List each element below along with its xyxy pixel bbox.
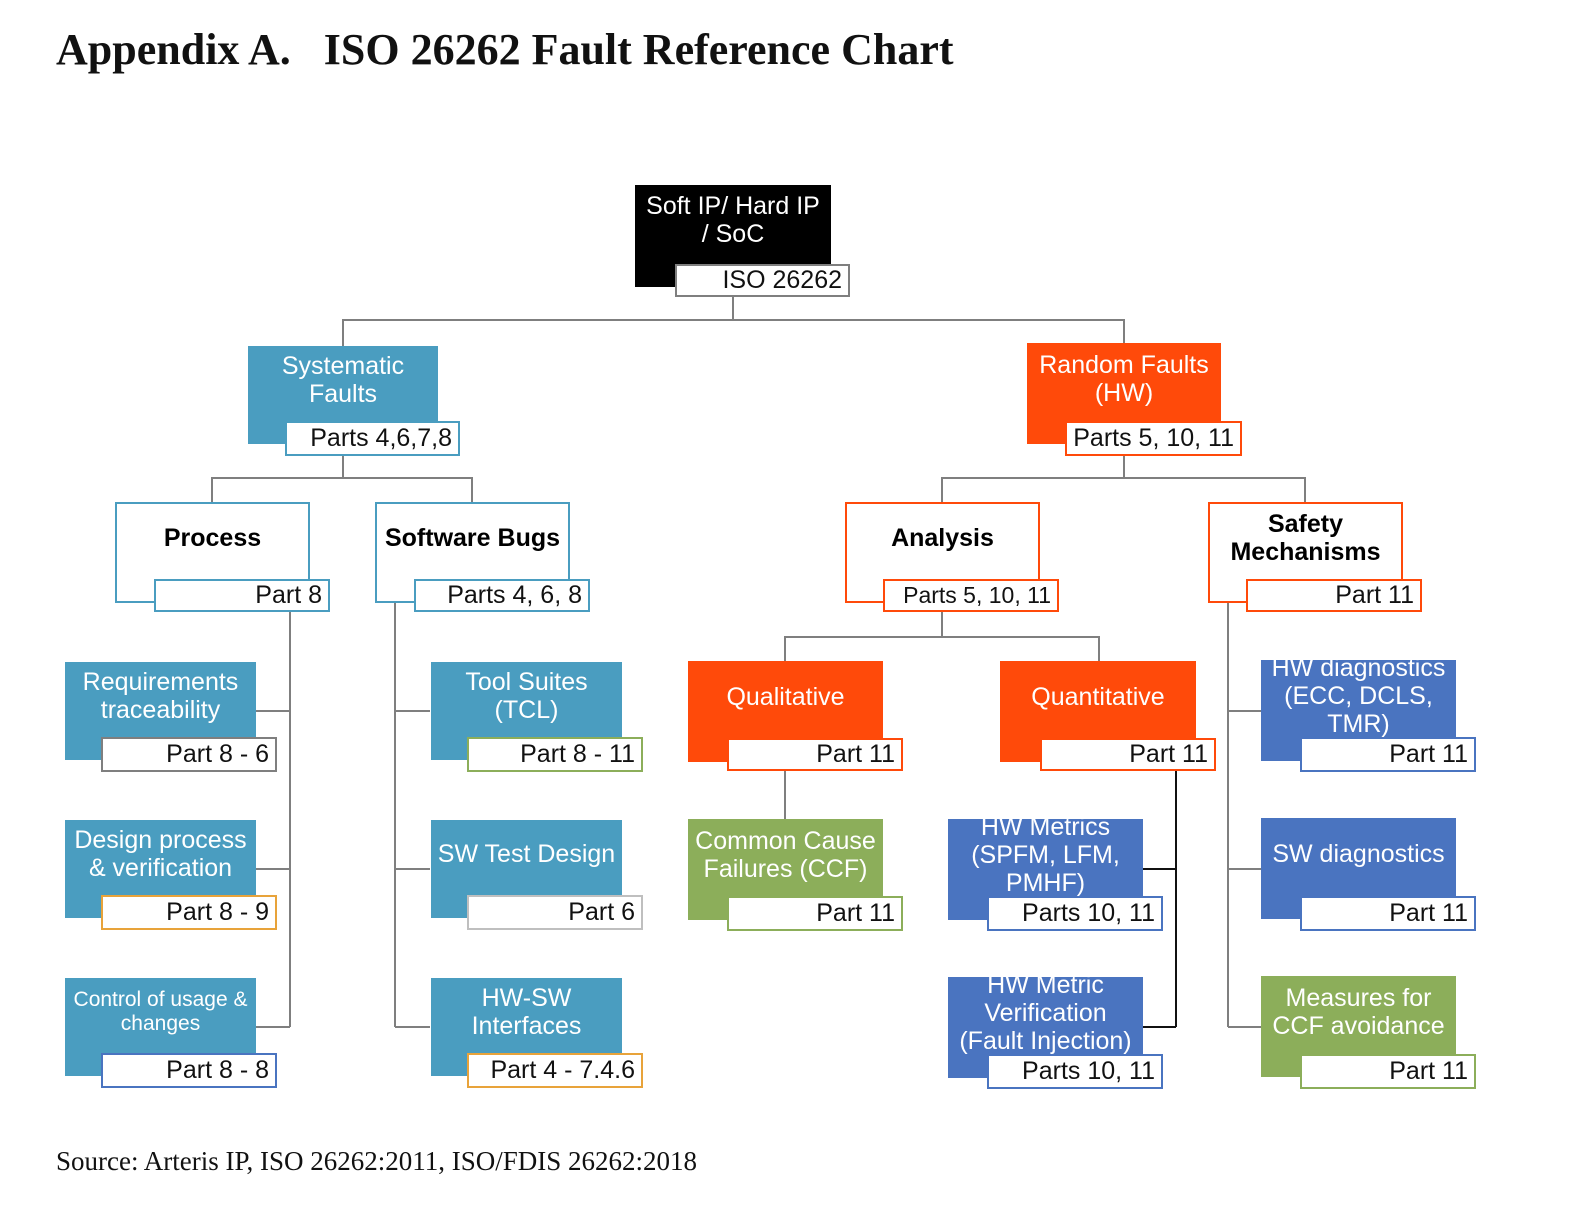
connector-systematic-sw — [343, 477, 473, 502]
node-ccf-tag: Part 11 — [727, 896, 903, 931]
connector-systematic — [211, 455, 344, 502]
node-qualitative: Qualitative Part 11 — [688, 661, 903, 771]
node-control-usage: Control of usage & changes Part 8 - 8 — [65, 978, 277, 1088]
node-tool-suites: Tool Suites (TCL) Part 8 - 11 — [431, 662, 643, 772]
node-requirements-tag: Part 8 - 6 — [101, 737, 277, 772]
source-note: Source: Arteris IP, ISO 26262:2011, ISO/… — [56, 1146, 698, 1176]
node-sw-diagnostics-tag: Part 11 — [1300, 896, 1476, 931]
node-measures-ccf: Measures for CCF avoidance Part 11 — [1261, 976, 1476, 1089]
node-sw-test-design: SW Test Design Part 6 — [431, 820, 643, 930]
connector-random — [941, 455, 1125, 502]
node-root-tag: ISO 26262 — [675, 264, 850, 297]
node-requirements: Requirements traceability Part 8 - 6 — [65, 662, 277, 772]
node-hw-sw-interfaces-label: HW-SW Interfaces — [431, 978, 622, 1076]
connector-root — [342, 294, 734, 346]
node-process: Process Part 8 — [115, 502, 330, 612]
connector-root-random — [733, 319, 1125, 343]
node-qualitative-tag: Part 11 — [727, 738, 903, 771]
connector-analysis — [784, 612, 943, 661]
node-analysis-label: Analysis — [845, 502, 1040, 603]
node-tool-suites-tag: Part 8 - 11 — [467, 737, 643, 772]
node-analysis-tag: Parts 5, 10, 11 — [883, 579, 1059, 612]
connector-random-safety — [1124, 477, 1306, 502]
node-ccf: Common Cause Failures (CCF) Part 11 — [688, 819, 903, 931]
node-design-process-tag: Part 8 - 9 — [101, 895, 277, 930]
node-hw-metric-verification: HW Metric Verification (Fault Injection)… — [948, 977, 1163, 1089]
node-software-bugs-tag: Parts 4, 6, 8 — [414, 579, 590, 612]
node-control-usage-tag: Part 8 - 8 — [101, 1053, 277, 1088]
node-quantitative-tag: Part 11 — [1040, 738, 1216, 771]
node-random-tag: Parts 5, 10, 11 — [1065, 421, 1242, 456]
node-design-process: Design process & verification Part 8 - 9 — [65, 820, 277, 930]
node-ccf-label: Common Cause Failures (CCF) — [688, 819, 883, 920]
node-safety-mechanisms: Safety Mechanisms Part 11 — [1208, 502, 1422, 612]
node-hw-sw-interfaces: HW-SW Interfaces Part 4 - 7.4.6 — [431, 978, 643, 1088]
node-hw-sw-interfaces-tag: Part 4 - 7.4.6 — [467, 1053, 643, 1088]
node-measures-ccf-tag: Part 11 — [1300, 1054, 1476, 1089]
node-sw-test-design-tag: Part 6 — [467, 895, 643, 930]
node-safety-mechanisms-tag: Part 11 — [1246, 579, 1422, 612]
node-hw-metrics-tag: Parts 10, 11 — [987, 896, 1163, 931]
node-software-bugs: Software Bugs Parts 4, 6, 8 — [375, 502, 590, 612]
node-hw-diagnostics-tag: Part 11 — [1300, 737, 1476, 772]
node-systematic-tag: Parts 4,6,7,8 — [285, 421, 460, 456]
connector-analysis-quant — [942, 636, 1100, 661]
node-quantitative: Quantitative Part 11 — [1000, 661, 1216, 771]
node-random: Random Faults (HW) Parts 5, 10, 11 — [1027, 343, 1242, 456]
node-hw-metric-verification-tag: Parts 10, 11 — [987, 1054, 1163, 1089]
node-root: Soft IP/ Hard IP / SoC ISO 26262 — [635, 185, 850, 297]
page-title: Appendix A. ISO 26262 Fault Reference Ch… — [56, 25, 954, 74]
node-hw-metrics: HW Metrics (SPFM, LFM, PMHF) Parts 10, 1… — [948, 819, 1163, 931]
node-process-tag: Part 8 — [154, 579, 330, 612]
node-analysis: Analysis Parts 5, 10, 11 — [845, 502, 1059, 612]
node-hw-diagnostics: HW diagnostics (ECC, DCLS, TMR) Part 11 — [1261, 660, 1476, 772]
node-systematic: Systematic Faults Parts 4,6,7,8 — [248, 346, 460, 456]
node-sw-diagnostics: SW diagnostics Part 11 — [1261, 818, 1476, 931]
